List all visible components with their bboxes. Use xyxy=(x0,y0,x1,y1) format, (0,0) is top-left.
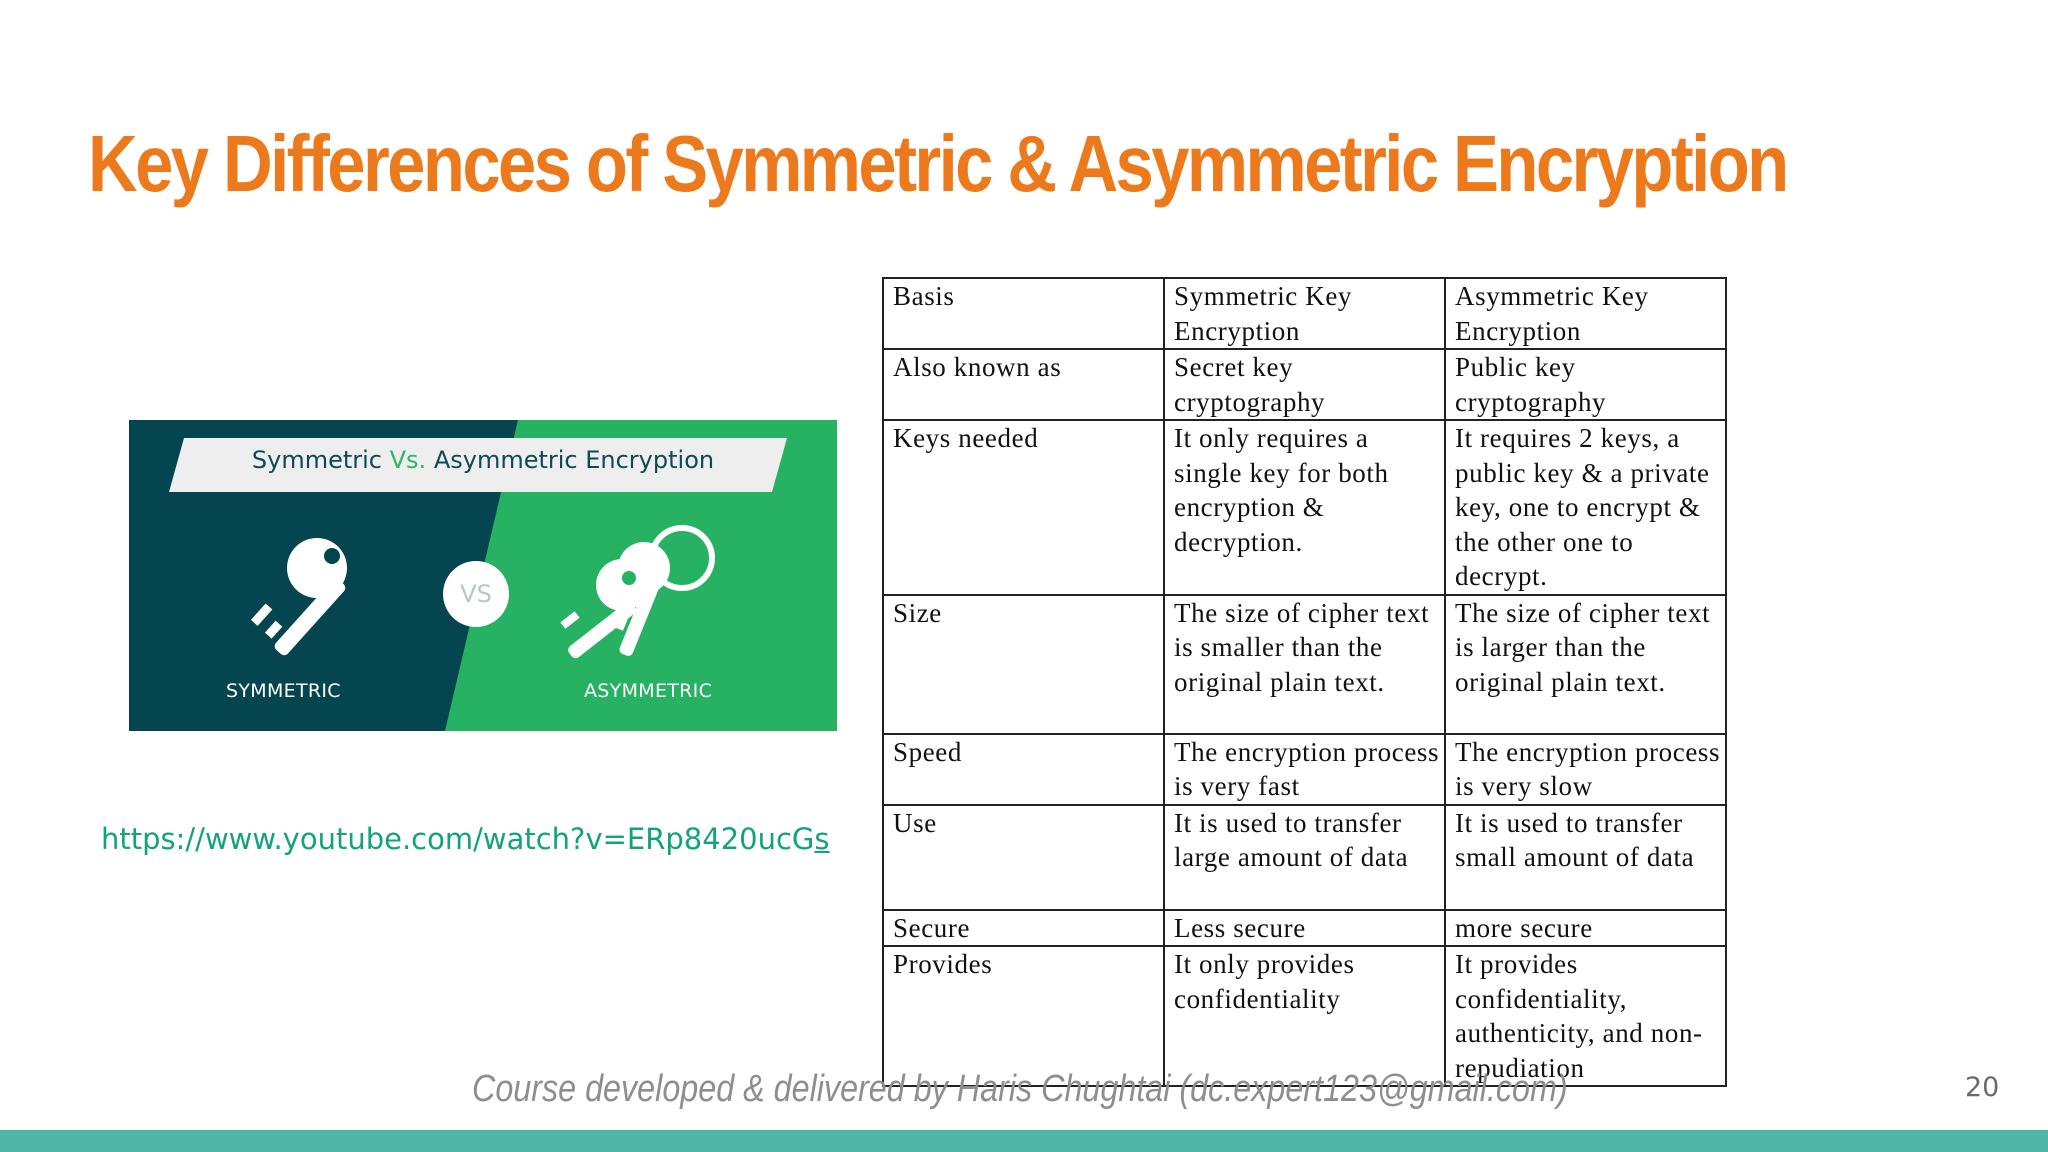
table-cell-symmetric: It only requires a single key for both e… xyxy=(1163,419,1446,596)
table-cell-symmetric: The size of cipher text is smaller than … xyxy=(1163,593,1446,735)
symmetric-label: SYMMETRIC xyxy=(226,680,341,702)
video-link-text[interactable]: https://www.youtube.com/watch?v=ERp8420u… xyxy=(101,822,815,856)
course-footer: Course developed & delivered by Haris Ch… xyxy=(472,1068,1568,1110)
table-cell-symmetric: Less secure xyxy=(1163,908,1446,947)
vs-badge: VS xyxy=(443,561,509,627)
banner-title: Symmetric Vs. Asymmetric Encryption xyxy=(129,446,837,474)
table-cell-asymmetric: It requires 2 keys, a public key & a pri… xyxy=(1444,419,1727,596)
table-cell-basis: Also known as xyxy=(882,348,1165,421)
table-cell-basis: Secure xyxy=(882,908,1165,947)
key-hole xyxy=(324,548,340,564)
table-cell-basis: Basis xyxy=(882,277,1165,350)
table-cell-symmetric: Secret key cryptography xyxy=(1163,348,1446,421)
table-row: Speed The encryption process is very fas… xyxy=(882,732,1727,806)
table-cell-asymmetric: It provides confidentiality, authenticit… xyxy=(1444,945,1727,1087)
bottom-accent-bar xyxy=(0,1130,2048,1152)
table-cell-basis: Speed xyxy=(882,732,1165,806)
table-row: Size The size of cipher text is smaller … xyxy=(882,593,1727,735)
banner-title-ribbon xyxy=(169,438,787,492)
key-ring-icon xyxy=(560,525,715,659)
table-cell-asymmetric: Asymmetric Key Encryption xyxy=(1444,277,1727,350)
banner-title-symmetric: Symmetric xyxy=(251,446,390,474)
table-cell-symmetric: It is used to transfer large amount of d… xyxy=(1163,803,1446,911)
table-cell-symmetric: It only provides confidentiality xyxy=(1163,945,1446,1087)
table-row: Provides It only provides confidentialit… xyxy=(882,945,1727,1087)
asymmetric-label: ASYMMETRIC xyxy=(584,680,713,702)
table-cell-asymmetric: more secure xyxy=(1444,908,1727,947)
table-row: Secure Less secure more secure xyxy=(882,908,1727,947)
page-number: 20 xyxy=(1965,1072,2000,1103)
banner-title-vs: Vs. xyxy=(389,446,427,474)
table-cell-basis: Use xyxy=(882,803,1165,911)
table-row: Basis Symmetric Key Encryption Asymmetri… xyxy=(882,277,1727,350)
table-cell-symmetric: Symmetric Key Encryption xyxy=(1163,277,1446,350)
table-row: Keys needed It only requires a single ke… xyxy=(882,419,1727,596)
table-row: Also known as Secret key cryptography Pu… xyxy=(882,348,1727,421)
youtube-video-link[interactable]: https://www.youtube.com/watch?v=ERp8420u… xyxy=(101,822,830,856)
table-cell-asymmetric: The size of cipher text is larger than t… xyxy=(1444,593,1727,735)
table-row: Use It is used to transfer large amount … xyxy=(882,803,1727,911)
table-cell-asymmetric: The encryption process is very slow xyxy=(1444,732,1727,806)
slide-title: Key Differences of Symmetric & Asymmetri… xyxy=(88,119,1789,208)
table-cell-basis: Keys needed xyxy=(882,419,1165,596)
table-cell-asymmetric: Public key cryptography xyxy=(1444,348,1727,421)
table-cell-symmetric: The encryption process is very fast xyxy=(1163,732,1446,806)
banner-title-asymmetric: Asymmetric Encryption xyxy=(426,446,715,474)
table-cell-basis: Size xyxy=(882,593,1165,735)
banner-background xyxy=(129,420,837,731)
symmetric-vs-asymmetric-banner: Symmetric Vs. Asymmetric Encryption VS S… xyxy=(129,420,837,731)
table-cell-asymmetric: It is used to transfer small amount of d… xyxy=(1444,803,1727,911)
video-link-text-end[interactable]: s xyxy=(814,822,830,856)
comparison-table: Basis Symmetric Key Encryption Asymmetri… xyxy=(882,277,1727,1087)
table-cell-basis: Provides xyxy=(882,945,1165,1087)
